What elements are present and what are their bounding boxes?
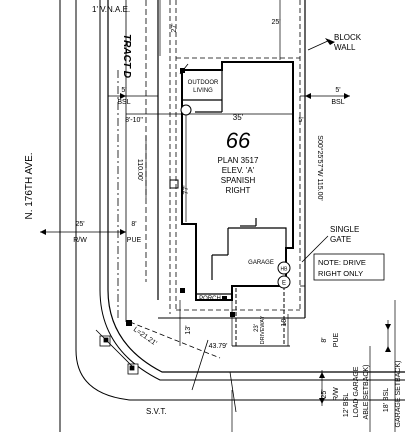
dim-bsl-12-c: ABLE SETBACK): [363, 365, 370, 420]
hb-symbol: [277, 261, 291, 275]
lower-left-boxes: [95, 329, 139, 375]
dim-right-5b: 5': [298, 117, 303, 124]
e-symbol: [277, 275, 291, 289]
dim-right-5: 5': [335, 87, 340, 94]
block-wall-label-1: BLOCK: [334, 33, 362, 42]
dim-23: 23': [254, 324, 260, 332]
lot-boundary: [129, 0, 306, 359]
dim-left-8-10: 8'-10": [125, 117, 143, 124]
setback-lines: [169, 0, 305, 314]
garage-label: GARAGE: [248, 260, 274, 266]
dim-left-bsl: BSL: [117, 99, 130, 106]
dim-bsl-18: 18' BSL: [383, 388, 390, 412]
dim-side-77: 77': [183, 185, 190, 194]
right-dim-lines: [321, 300, 396, 432]
dim-right-pue-8: 8': [321, 337, 328, 342]
dim-arc: L=21.21': [132, 326, 158, 347]
dim-right-rw-25: 25': [321, 389, 328, 398]
dim-13: 13': [185, 325, 192, 334]
outdoor-label-1: OUTDOOR: [188, 80, 219, 86]
drive-note-box: [313, 253, 385, 281]
street-lines: [59, 0, 405, 432]
hb-text: HB: [281, 267, 289, 273]
lot-style: SPANISH: [221, 176, 256, 185]
drive-note-1: NOTE: DRIVE: [318, 258, 366, 267]
dim-bsl-12-b: LOAD GARAGE: [353, 366, 360, 417]
dim-bsl-18-b: GARAGE SETBACK): [395, 361, 402, 428]
house-interior: [182, 70, 287, 300]
outdoor-label-2: LIVING: [193, 88, 213, 94]
dim-pue-8: 8': [131, 221, 136, 228]
tract-label: TRACT D: [121, 34, 132, 78]
lot-number: 66: [226, 128, 251, 153]
wall-marks: [126, 68, 235, 326]
dim-rw-label: R/W: [73, 237, 87, 244]
dim-right-pue-label: PUE: [333, 332, 340, 347]
dim-right-bsl: BSL: [331, 99, 344, 106]
dimension-lines: [40, 0, 350, 432]
lot-orientation: RIGHT: [226, 186, 251, 195]
dim-rw-25: 25': [75, 221, 84, 228]
dim-top-27: 27': [171, 23, 178, 32]
dim-right-rw-label: R/W: [333, 387, 340, 401]
leaders: [179, 39, 331, 413]
vnae-label: 1' V.N.A.E.: [92, 5, 130, 14]
e-text: E: [282, 281, 286, 287]
street-label: N. 176TH AVE.: [24, 152, 35, 219]
dim-bsl-12: 12' BSL: [343, 393, 350, 417]
single-gate-label-1: SINGLE: [330, 225, 359, 234]
b-symbol: [180, 104, 192, 116]
dim-pue-label: PUE: [127, 237, 142, 244]
driveway-label: DRIVEWAY: [260, 315, 266, 344]
lot-elevation: ELEV. 'A': [222, 166, 255, 175]
dim-frontage: 43.79': [209, 343, 228, 350]
lot-plan: PLAN 3517: [218, 156, 259, 165]
dim-width-35: 35': [233, 113, 244, 122]
dim-left-5: 5': [121, 87, 126, 94]
a-c-pad: [169, 179, 179, 189]
dim-depth-110: 110.00': [136, 159, 143, 181]
porch-label: PORCH: [199, 296, 221, 302]
single-gate-label-2: GATE: [330, 235, 351, 244]
dim-top-25: 25': [271, 19, 280, 26]
driveway: [232, 285, 290, 347]
block-wall-label-2: WALL: [334, 43, 356, 52]
dim-18: 18': [281, 317, 288, 326]
dim-bearing: S00°25'57"W 115.00': [316, 135, 324, 200]
svt-label: S.V.T.: [146, 407, 167, 416]
drive-note-2: RIGHT ONLY: [318, 269, 363, 278]
